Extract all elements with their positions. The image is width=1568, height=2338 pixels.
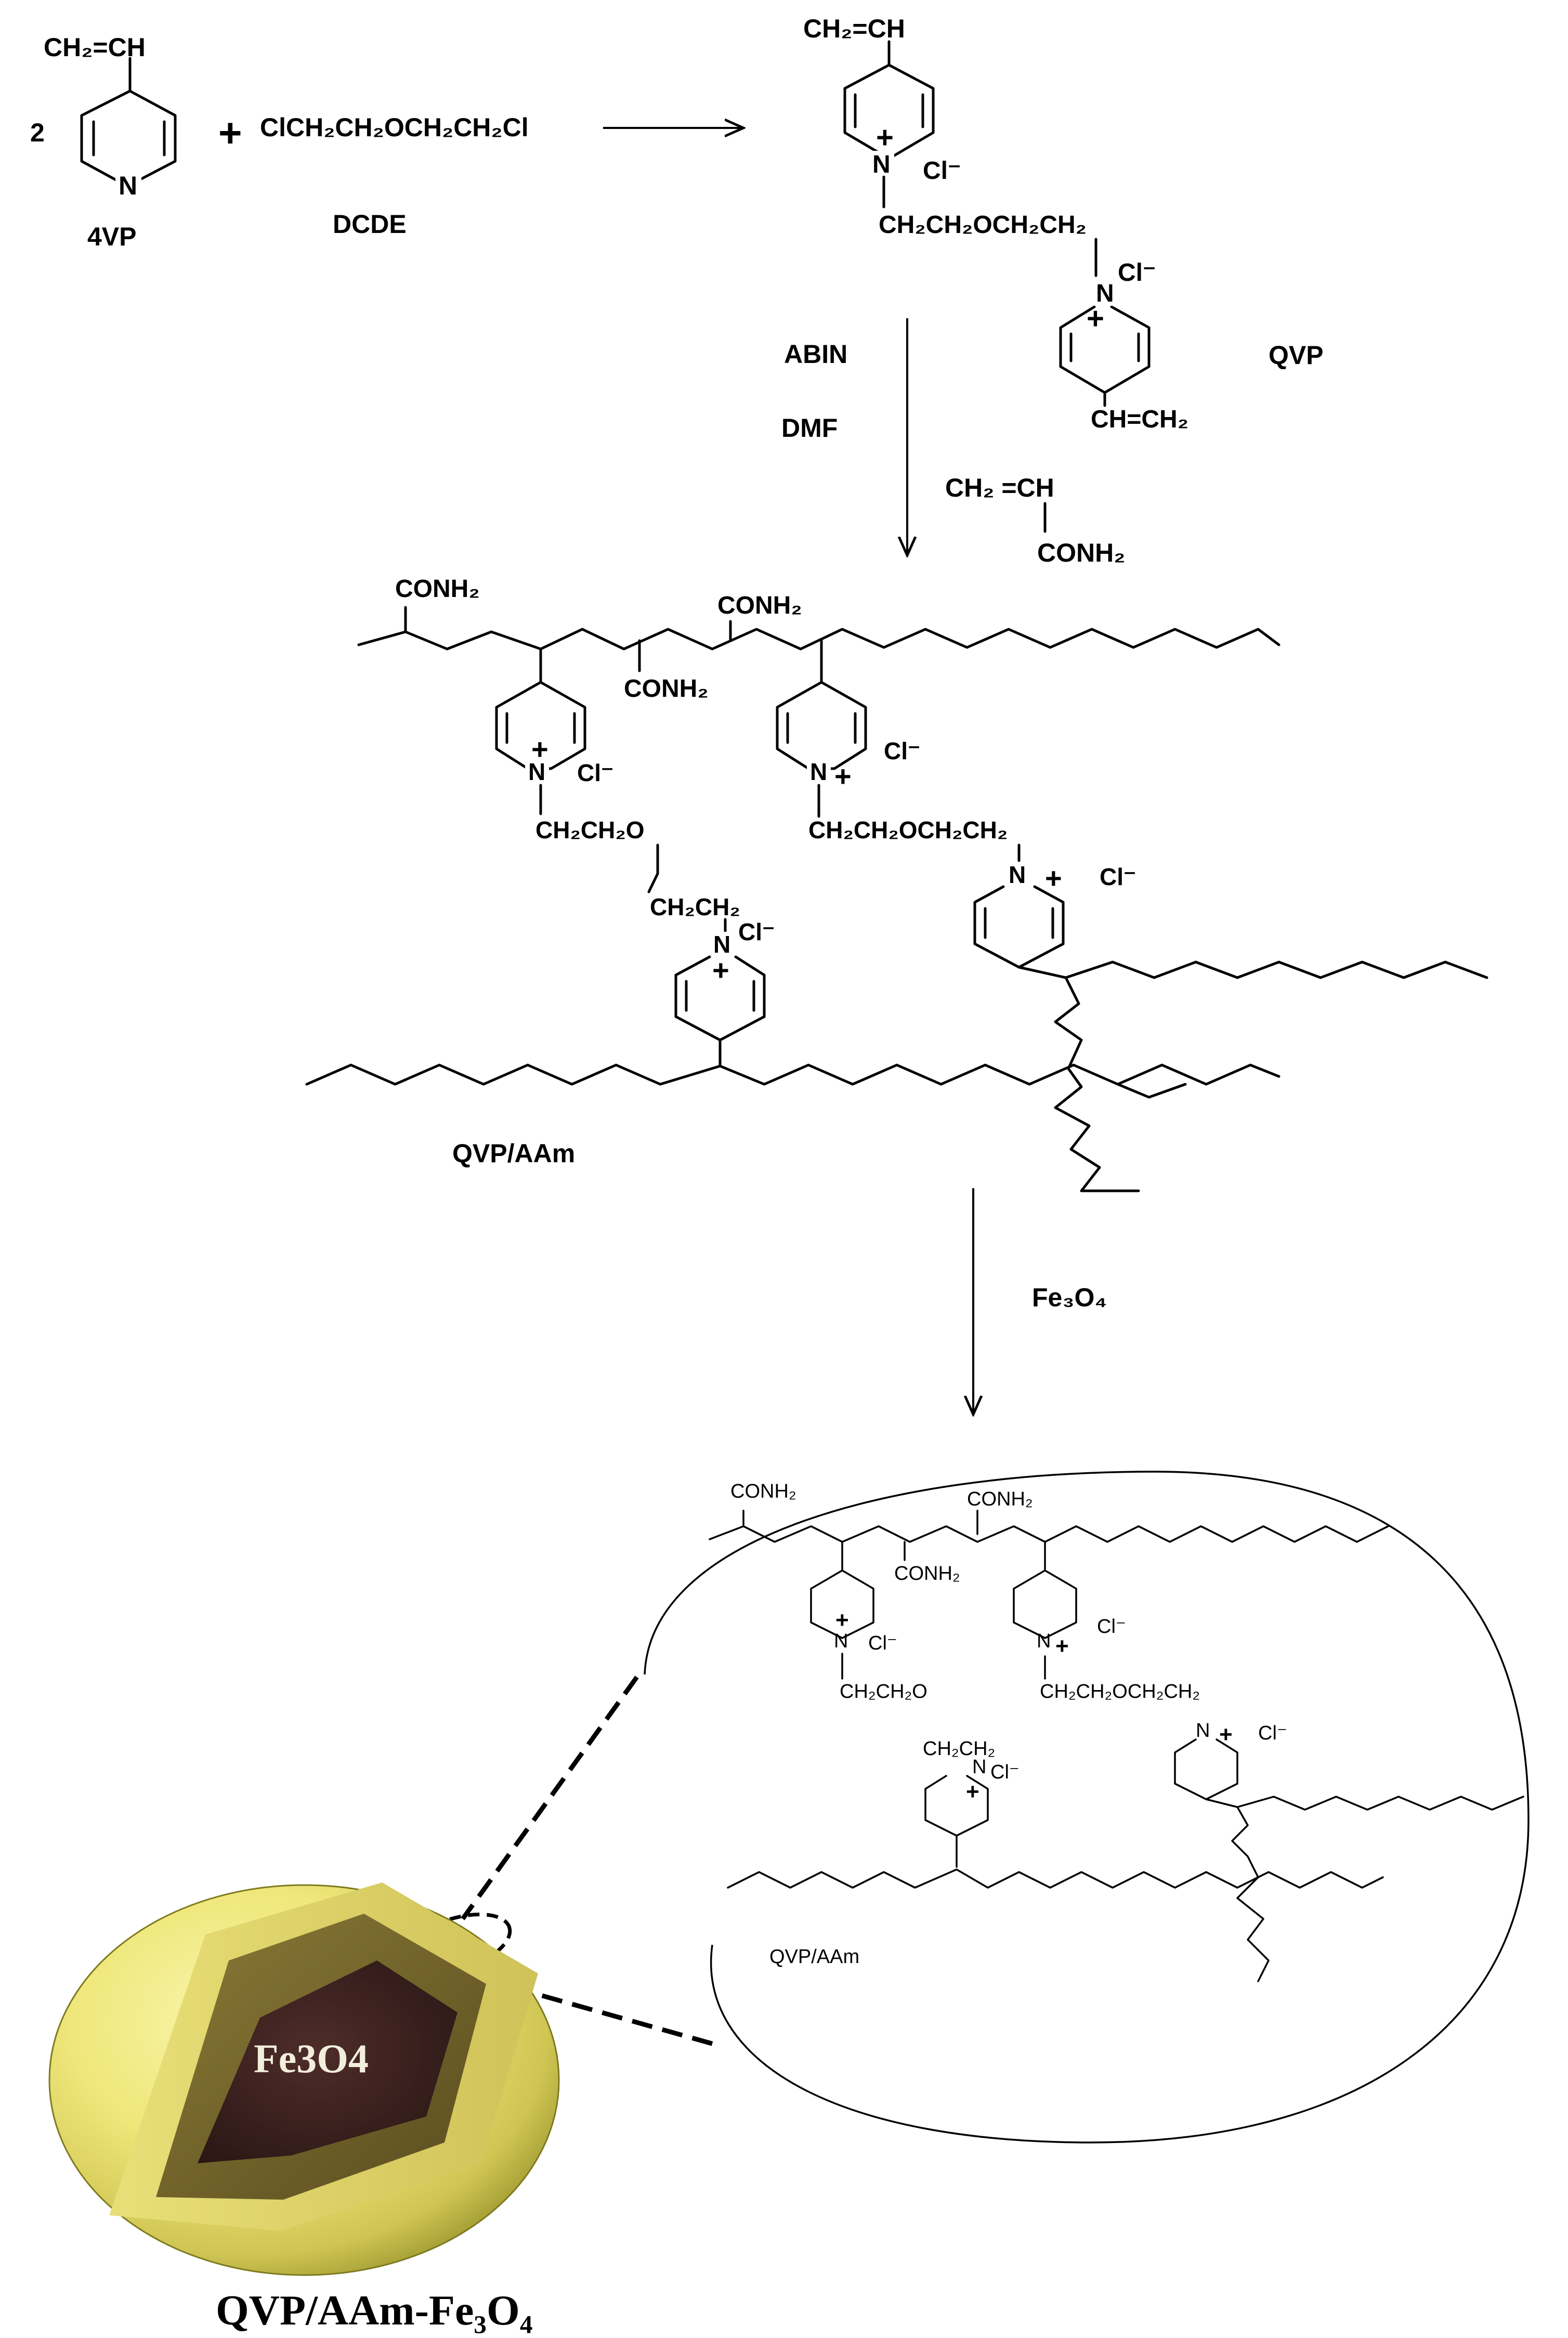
fe3o4-reagent: Fe₃O₄ <box>1032 1283 1107 1312</box>
coefficient: 2 <box>30 118 45 147</box>
qvp-bridge: CH₂CH₂OCH₂CH₂ <box>879 211 1087 239</box>
bridge-right: CH₂CH₂OCH₂CH₂ <box>808 816 1008 843</box>
step2-polymerization: ABIN DMF CH₂ =CH CONH₂ <box>781 318 1125 567</box>
zoom-nitrogen-3: N <box>972 1756 986 1778</box>
vinyl-group-4vp: CH₂=CH <box>44 33 146 62</box>
step3-coating: Fe₃O₄ <box>973 1188 1107 1414</box>
zoom-amide-2: CONH₂ <box>967 1488 1033 1510</box>
zoom-ellipse-group: CONH₂ CONH₂ CONH₂ N + Cl⁻ CH₂CH₂O CH₂CH₂… <box>398 1471 1530 2144</box>
zoom-bridge-left-2: CH₂CH₂ <box>923 1738 995 1760</box>
zoom-nitrogen-1: N <box>834 1630 848 1652</box>
amide-1: CONH₂ <box>395 575 480 603</box>
copolymer-structure: CONH₂ CONH₂ CONH₂ N + Cl⁻ CH₂CH₂O CH₂CH₂… <box>305 575 1488 1192</box>
zoom-chloride-1: Cl⁻ <box>868 1632 897 1654</box>
bridge-left-2: CH₂CH₂ <box>650 893 740 920</box>
copolymer-nitrogen-2: N <box>810 758 827 785</box>
copolymer-label: QVP/AAm <box>452 1139 575 1168</box>
zoom-plus-3: + <box>966 1779 979 1804</box>
zoom-label: QVP/AAm <box>769 1946 859 1968</box>
copolymer-chloride-2: Cl⁻ <box>884 737 920 764</box>
zoom-ellipse <box>644 1471 1530 2144</box>
copolymer-plus-1: + <box>531 733 548 765</box>
copolymer-nitrogen-3: N <box>713 931 730 958</box>
qvp-vinyl-top: CH₂=CH <box>803 14 905 43</box>
qvp-ring-bottom <box>1059 238 1151 407</box>
zoom-connector-bottom <box>508 1984 713 2046</box>
qvp-nitrogen-top: N <box>872 151 891 178</box>
zoom-bridge-right: CH₂CH₂OCH₂CH₂ <box>1040 1681 1200 1703</box>
crosslinker-label-dcde: DCDE <box>333 210 407 239</box>
comonomer-vinyl: CH₂ =CH <box>945 473 1054 502</box>
copolymer-plus-4: + <box>1045 862 1062 894</box>
zoom-chloride-2: Cl⁻ <box>1097 1616 1126 1638</box>
plus-sign: + <box>218 110 242 155</box>
magnetite-core <box>198 1960 458 2163</box>
qvp-label: QVP <box>1269 341 1324 370</box>
copolymer-chloride-4: Cl⁻ <box>1100 863 1136 890</box>
zoom-chloride-4: Cl⁻ <box>1258 1722 1287 1744</box>
qvp-chloride-top: Cl⁻ <box>923 157 961 185</box>
zoom-chloride-3: Cl⁻ <box>990 1761 1020 1783</box>
amide-3: CONH₂ <box>717 592 802 619</box>
qvp-chloride-bottom: Cl⁻ <box>1118 259 1156 287</box>
ring-nitrogen: N <box>119 171 137 200</box>
zoom-amide-3: CONH₂ <box>894 1563 960 1584</box>
zoom-nitrogen-4: N <box>1196 1720 1210 1742</box>
amide-2: CONH₂ <box>624 675 709 703</box>
zoom-plus-2: + <box>1055 1633 1069 1659</box>
nanocomposite-caption: QVP/AAm-Fe₃O₄ <box>216 2287 532 2334</box>
solvent-dmf: DMF <box>781 413 838 443</box>
qvp-plus-top: + <box>876 121 894 154</box>
copolymer-plus-2: + <box>834 760 852 793</box>
qvp-ring-top <box>843 40 935 209</box>
zoom-nitrogen-2: N <box>1037 1630 1051 1652</box>
zoom-plus-4: + <box>1219 1722 1233 1747</box>
pyridine-ring-4vp <box>80 57 177 188</box>
comonomer-amide: CONH₂ <box>1037 538 1125 567</box>
copolymer-chloride-1: Cl⁻ <box>577 759 613 786</box>
zoom-amide-1: CONH₂ <box>730 1480 796 1502</box>
zoomed-copolymer: CONH₂ CONH₂ CONH₂ N + Cl⁻ CH₂CH₂O CH₂CH₂… <box>709 1480 1524 1982</box>
step1-reactants: 2 CH₂=CH N 4VP + ClCH₂CH₂OCH₂CH₂Cl DCDE <box>30 33 743 251</box>
zoom-plus-1: + <box>835 1607 849 1633</box>
copolymer-chloride-3: Cl⁻ <box>738 918 775 945</box>
zoom-connector-top <box>461 1675 639 1920</box>
qvp-plus-bottom: + <box>1087 302 1104 335</box>
copolymer-nitrogen-1: N <box>528 758 545 785</box>
initiator-abin: ABIN <box>784 340 847 369</box>
core-shell-particle: Fe3O4 <box>48 1882 560 2276</box>
bridge-left-1: CH₂CH₂O <box>535 816 645 843</box>
qvp-vinyl-bottom: CH=CH₂ <box>1091 406 1188 433</box>
monomer-label-4vp: 4VP <box>87 222 137 251</box>
qvp-product: CH₂=CH N + Cl⁻ CH₂CH₂OCH₂CH₂ N + Cl⁻ CH=… <box>803 14 1324 433</box>
zoom-bridge-left-1: CH₂CH₂O <box>840 1681 927 1703</box>
copolymer-plus-3: + <box>712 954 729 986</box>
qvp-nitrogen-bottom: N <box>1096 280 1114 307</box>
core-label: Fe3O4 <box>254 2036 369 2081</box>
copolymer-nitrogen-4: N <box>1009 861 1026 888</box>
crosslinker-formula: ClCH₂CH₂OCH₂CH₂Cl <box>260 113 529 142</box>
